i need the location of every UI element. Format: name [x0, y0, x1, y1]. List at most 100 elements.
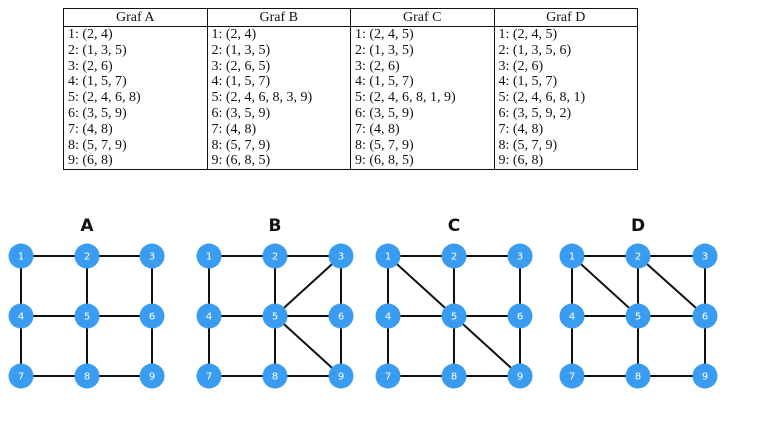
adjacency-entry: 1: (2, 4) — [68, 27, 113, 42]
adjacency-entry: 7: (4, 8) — [355, 121, 400, 137]
adjacency-entry: 9: (6, 8, 5) — [355, 153, 414, 169]
node-label: 3 — [338, 252, 344, 263]
node-1 — [196, 243, 222, 269]
edge-3-5 — [274, 255, 342, 317]
node-label: 5 — [84, 312, 90, 323]
adjacency-entry: 2: (1, 3, 5) — [211, 42, 271, 58]
adjacency-entry: 2: (1, 3, 5) — [355, 42, 414, 58]
adjacency-entry: 4: (1, 5, 7) — [68, 74, 127, 90]
adjacency-entry: 7: (4, 8) — [211, 121, 257, 137]
adjacency-entry: 8: (5, 7, 9) — [68, 137, 127, 153]
adjacency-entry: 1: (2, 4) — [211, 27, 257, 42]
adjacency-table: Graf A Graf B Graf C Graf D 1: (2, 4)2: … — [63, 8, 638, 171]
node-label: 1 — [18, 252, 24, 263]
graph-title: B — [269, 216, 282, 236]
node-9 — [692, 363, 718, 389]
header-graf-a: Graf A — [63, 8, 208, 27]
node-label: 7 — [18, 372, 24, 383]
node-label: 2 — [451, 252, 457, 263]
node-7 — [8, 363, 34, 389]
node-1 — [375, 243, 401, 269]
node-label: 5 — [272, 312, 278, 323]
adjacency-entry: 2: (1, 3, 5, 6) — [498, 42, 572, 58]
node-6 — [139, 303, 165, 329]
node-3 — [328, 243, 354, 269]
adjacency-entry: 6: (3, 5, 9) — [211, 105, 271, 121]
node-1 — [559, 243, 585, 269]
adjacency-entry: 4: (1, 5, 7) — [498, 74, 558, 90]
node-label: 5 — [451, 312, 457, 323]
node-4 — [8, 303, 34, 329]
node-3 — [692, 243, 718, 269]
adjacency-entry: 3: (2, 6) — [68, 58, 113, 74]
adjacency-entry: 6: (3, 5, 9) — [68, 105, 127, 121]
adjacency-entry: 3: (2, 6) — [498, 58, 544, 74]
edge-1-5 — [571, 255, 639, 317]
node-5 — [441, 303, 467, 329]
node-label: 9 — [517, 372, 523, 383]
node-label: 2 — [635, 252, 641, 263]
adjacency-entry: 6: (3, 5, 9, 2) — [498, 105, 572, 121]
adjacency-entry: 2: (1, 3, 5) — [68, 42, 127, 58]
node-8 — [441, 363, 467, 389]
node-label: 4 — [569, 312, 575, 323]
node-2 — [625, 243, 651, 269]
node-label: 4 — [206, 312, 212, 323]
adjacency-entry: 8: (5, 7, 9) — [355, 137, 414, 153]
node-1 — [8, 243, 34, 269]
node-3 — [507, 243, 533, 269]
adjacency-list-b: 1: (2, 4)2: (1, 3, 5)3: (2, 6, 5)4: (1, … — [206, 25, 351, 171]
adjacency-entry: 7: (4, 8) — [498, 121, 544, 137]
adjacency-list-d: 1: (2, 4, 5)2: (1, 3, 5, 6)3: (2, 6)4: (… — [493, 25, 638, 171]
node-label: 9 — [702, 372, 708, 383]
node-8 — [262, 363, 288, 389]
adjacency-entry: 7: (4, 8) — [68, 121, 113, 137]
node-label: 1 — [206, 252, 212, 263]
node-9 — [328, 363, 354, 389]
node-label: 6 — [149, 312, 155, 323]
node-2 — [441, 243, 467, 269]
node-6 — [328, 303, 354, 329]
node-label: 8 — [635, 372, 641, 383]
node-8 — [625, 363, 651, 389]
header-graf-c: Graf C — [350, 8, 495, 27]
node-9 — [139, 363, 165, 389]
graph-title: A — [80, 216, 94, 236]
node-label: 3 — [702, 252, 708, 263]
edge-1-5 — [387, 255, 455, 317]
adjacency-entry: 8: (5, 7, 9) — [211, 137, 271, 153]
node-4 — [375, 303, 401, 329]
node-label: 7 — [206, 372, 212, 383]
node-label: 1 — [569, 252, 575, 263]
adjacency-entry: 5: (2, 4, 6, 8) — [68, 90, 141, 106]
adjacency-entry: 4: (1, 5, 7) — [211, 74, 271, 90]
node-label: 5 — [635, 312, 641, 323]
adjacency-entry: 9: (6, 8) — [68, 153, 113, 169]
adjacency-list-a: 1: (2, 4)2: (1, 3, 5)3: (2, 6)4: (1, 5, … — [63, 25, 208, 171]
adjacency-entry: 3: (2, 6, 5) — [211, 58, 271, 74]
node-label: 8 — [272, 372, 278, 383]
node-2 — [262, 243, 288, 269]
node-label: 4 — [385, 312, 391, 323]
node-7 — [196, 363, 222, 389]
node-label: 7 — [569, 372, 575, 383]
table-header-row: Graf A Graf B Graf C Graf D — [63, 8, 638, 27]
node-7 — [559, 363, 585, 389]
table-body-row: 1: (2, 4)2: (1, 3, 5)3: (2, 6)4: (1, 5, … — [63, 25, 638, 171]
graph-title: D — [631, 216, 645, 236]
node-label: 3 — [517, 252, 523, 263]
node-label: 8 — [84, 372, 90, 383]
node-4 — [559, 303, 585, 329]
node-label: 4 — [18, 312, 24, 323]
adjacency-entry: 5: (2, 4, 6, 8, 1) — [498, 90, 586, 106]
node-label: 2 — [84, 252, 90, 263]
adjacency-entry: 9: (6, 8, 5) — [211, 153, 271, 169]
node-6 — [692, 303, 718, 329]
node-label: 6 — [517, 312, 523, 323]
adjacency-entry: 5: (2, 4, 6, 8, 3, 9) — [211, 90, 313, 106]
node-label: 7 — [385, 372, 391, 383]
graph-title: C — [448, 216, 460, 236]
